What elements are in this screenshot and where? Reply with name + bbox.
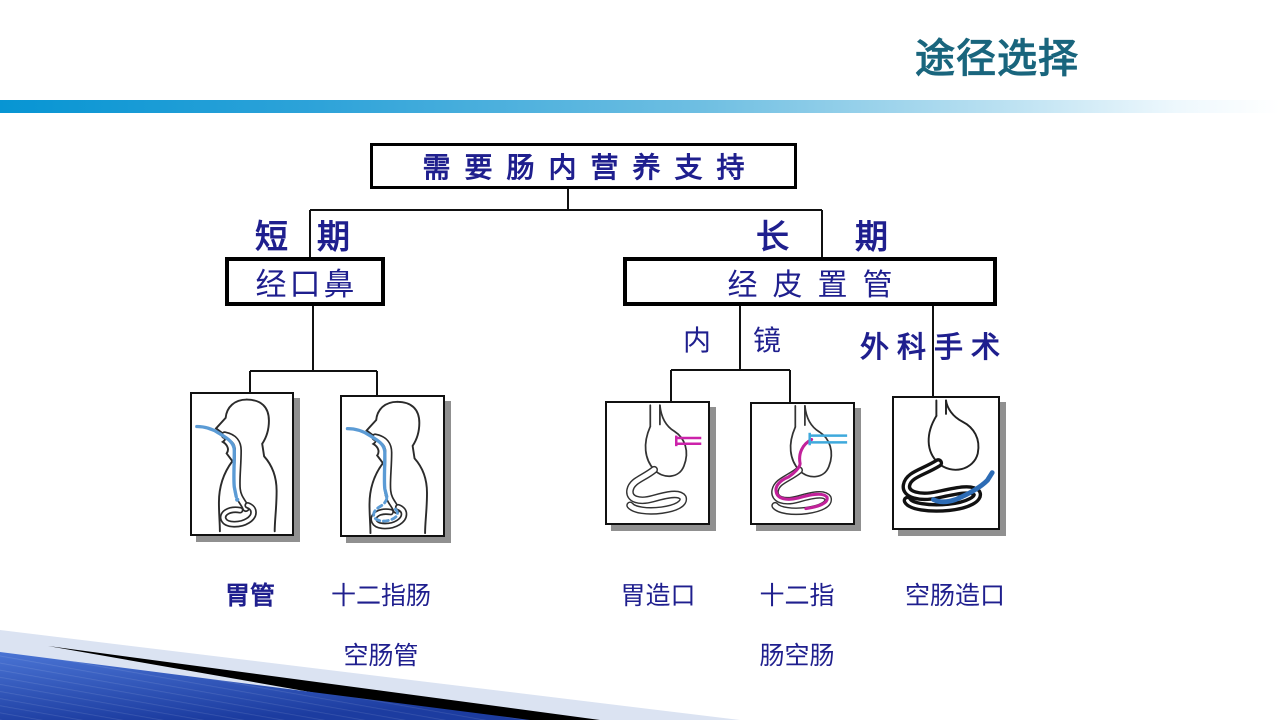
nasoduodenal-jejunal-tube-figure bbox=[340, 395, 445, 537]
short-term-char2: 期 bbox=[317, 218, 350, 255]
nasogastric-tube-figure bbox=[190, 392, 294, 536]
branch-label-surgery: 外科手术 bbox=[859, 332, 1008, 364]
branch-label-long-term: 长 期 bbox=[756, 220, 888, 253]
bottom-left-decoration bbox=[0, 630, 740, 720]
short-term-char1: 短 bbox=[255, 218, 288, 255]
duodenal-jejunal-peg-figure bbox=[750, 402, 855, 525]
caption-line: 肠空肠 bbox=[759, 642, 835, 670]
jejunostomy-figure bbox=[892, 396, 1000, 530]
caption-jejunostomy: 空肠造口 bbox=[895, 551, 1015, 641]
caption-line: 胃管 bbox=[224, 582, 275, 610]
caption-line: 十二指肠 bbox=[330, 582, 431, 610]
divider-bar bbox=[0, 100, 1280, 113]
box-oral-nasal-route: 经口鼻 bbox=[225, 257, 385, 306]
page-title: 途径选择 bbox=[915, 37, 1079, 81]
caption-nasoduodenal-jejunal-tube: 十二指肠 空肠管 bbox=[321, 551, 441, 701]
box-percutaneous-tube: 经皮置管 bbox=[623, 257, 997, 306]
long-term-char2: 期 bbox=[855, 218, 888, 255]
root-box-enteral-nutrition: 需要肠内营养支持 bbox=[370, 143, 797, 189]
endoscopy-char1: 内 bbox=[683, 325, 712, 356]
branch-label-endoscopy: 内 镜 bbox=[683, 324, 781, 357]
caption-nasogastric-tube: 胃管 bbox=[190, 551, 310, 641]
caption-line: 胃造口 bbox=[620, 582, 696, 610]
branch-label-short-term: 短 期 bbox=[255, 220, 350, 253]
caption-line: 空肠造口 bbox=[904, 582, 1005, 610]
endoscopy-char2: 镜 bbox=[752, 325, 781, 356]
long-term-char1: 长 bbox=[756, 218, 789, 255]
caption-line: 十二指 bbox=[759, 582, 835, 610]
caption-gastrostomy: 胃造口 bbox=[598, 551, 718, 641]
gastrostomy-figure bbox=[605, 401, 710, 525]
caption-duodenal-jejunal: 十二指 肠空肠 bbox=[737, 551, 857, 701]
caption-line: 空肠管 bbox=[343, 642, 419, 670]
